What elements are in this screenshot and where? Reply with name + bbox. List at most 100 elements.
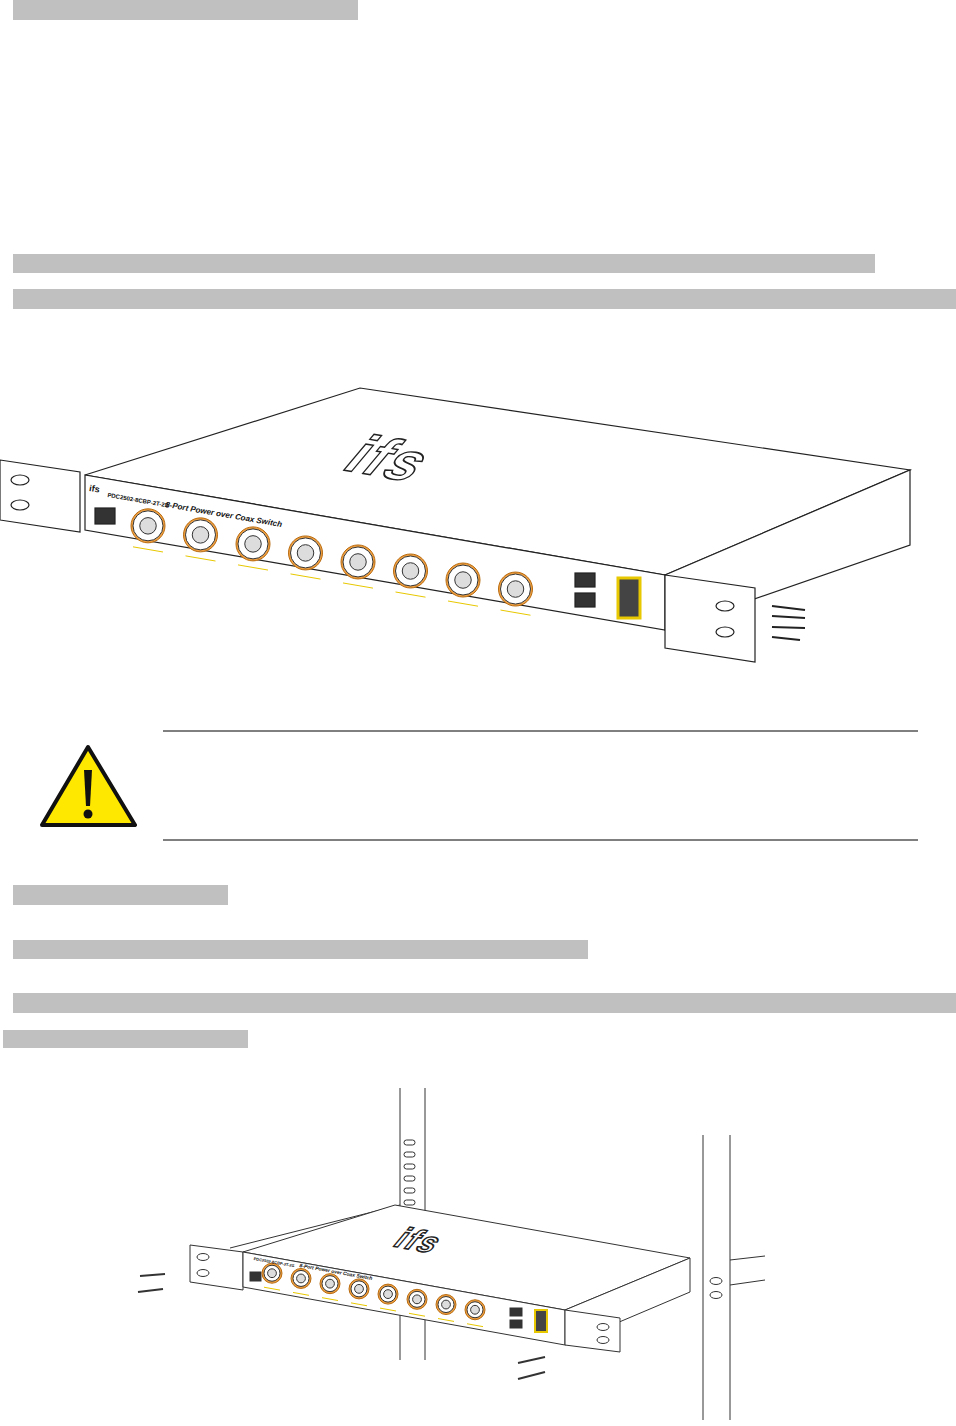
port-led: [293, 1292, 309, 1295]
screw: [140, 1274, 165, 1276]
screw: [772, 616, 805, 618]
bnc-ports: [262, 1263, 485, 1326]
bnc-ring: [236, 527, 270, 561]
rule-line: [163, 731, 918, 732]
bnc-pin: [402, 563, 419, 580]
bnc-pin: [507, 581, 524, 598]
bnc-port: [409, 1291, 425, 1307]
port-led: [238, 565, 268, 570]
redacted-bar: [13, 940, 588, 959]
bnc-pin: [355, 1284, 364, 1293]
rack-figure: [138, 1088, 765, 1420]
switch-front: [85, 475, 665, 630]
bnc-ring: [349, 1279, 369, 1299]
port-led: [438, 1319, 454, 1322]
bnc-ring: [320, 1274, 340, 1294]
redacted-bar: [13, 0, 358, 20]
bnc-port: [501, 574, 531, 604]
left-bracket: [0, 460, 80, 532]
bnc-ring: [131, 509, 165, 543]
bnc-pin: [297, 1274, 306, 1283]
console-port: [95, 508, 115, 524]
bnc-pin: [455, 572, 472, 589]
bnc-port: [467, 1302, 483, 1318]
port-led: [448, 601, 478, 606]
redacted-bar: [13, 289, 956, 309]
bnc-ring: [378, 1284, 398, 1304]
bnc-port: [133, 511, 163, 541]
right-bracket: [665, 575, 755, 662]
bnc-port: [264, 1265, 280, 1281]
bnc-port: [293, 1270, 309, 1286]
bnc-ring: [465, 1300, 485, 1320]
screw: [772, 637, 800, 640]
warning-symbol: [42, 747, 135, 825]
bnc-ring: [291, 1268, 311, 1288]
bnc-port: [396, 556, 426, 586]
bnc-ring: [407, 1289, 427, 1309]
redacted-bar: [13, 254, 875, 273]
bnc-port: [291, 538, 321, 568]
switch-figure-1: [0, 388, 910, 662]
bnc-ring: [436, 1295, 456, 1315]
screw: [138, 1289, 163, 1292]
left-bracket: [190, 1245, 243, 1290]
bnc-pin: [140, 518, 157, 535]
bnc-pin: [268, 1269, 277, 1278]
bnc-pin: [350, 554, 367, 571]
switch-front: [243, 1252, 565, 1345]
sfp-cage: [618, 578, 640, 618]
bnc-pin: [413, 1295, 422, 1304]
bracket-slot: [716, 627, 734, 637]
right-bracket: [565, 1310, 620, 1352]
screw: [772, 606, 805, 610]
port-led: [291, 574, 321, 579]
port-led: [396, 592, 426, 597]
port-led: [186, 556, 216, 561]
rack-rail: [730, 1256, 765, 1260]
bnc-ring: [394, 554, 428, 588]
bnc-pin: [471, 1305, 480, 1314]
rule-line: [163, 840, 918, 841]
bnc-pin: [297, 545, 314, 562]
bnc-pin: [192, 527, 209, 544]
bnc-ring: [341, 545, 375, 579]
rack-post: [703, 1135, 704, 1420]
bnc-ring: [184, 518, 218, 552]
bracket-slot: [11, 500, 29, 510]
rj45-port: [575, 573, 595, 587]
bnc-ring: [262, 1263, 282, 1283]
port-led: [322, 1298, 338, 1301]
rack-rail: [730, 1280, 765, 1285]
bnc-ring: [446, 563, 480, 597]
redacted-bar: [13, 993, 956, 1013]
bnc-pin: [442, 1300, 451, 1309]
bnc-pin: [326, 1279, 335, 1288]
port-led: [409, 1313, 425, 1316]
port-led: [467, 1324, 483, 1327]
bnc-port: [380, 1286, 396, 1302]
redacted-bar: [13, 885, 228, 905]
bracket-slot: [11, 475, 29, 485]
bnc-port: [343, 547, 373, 577]
brand-logo: ifs: [88, 484, 100, 495]
bnc-port: [322, 1276, 338, 1292]
rj45-port: [575, 593, 595, 607]
port-led: [380, 1308, 396, 1311]
screw: [772, 627, 805, 628]
port-led: [343, 583, 373, 588]
port-led: [351, 1303, 367, 1306]
bnc-port: [186, 520, 216, 550]
port-led: [264, 1287, 280, 1290]
bnc-ring: [499, 572, 533, 606]
bnc-port: [351, 1281, 367, 1297]
bnc-pin: [384, 1290, 393, 1299]
redacted-bar: [3, 1030, 248, 1048]
bracket-slot: [716, 601, 734, 611]
rack-post: [730, 1135, 731, 1420]
port-led: [501, 610, 531, 615]
bnc-port: [238, 529, 268, 559]
bnc-port: [438, 1297, 454, 1313]
screw: [518, 1357, 545, 1363]
